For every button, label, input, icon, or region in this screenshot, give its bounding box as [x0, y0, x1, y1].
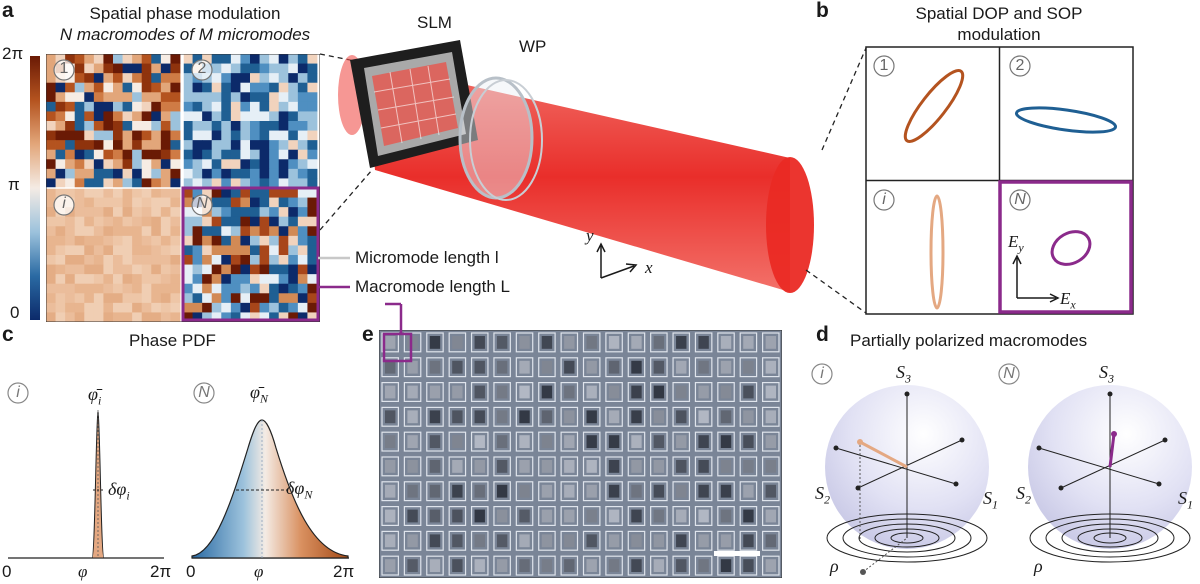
d-s3-label-i: S3: [896, 362, 911, 386]
b-badge-i-icon: [873, 189, 895, 211]
panel-d-letter: d: [816, 323, 829, 346]
d-s1-label-i: S1: [983, 488, 998, 512]
d-s1-label-n: S1: [1178, 488, 1193, 512]
slm-label: SLM: [417, 13, 452, 32]
colorbar-tick-2pi: 2π: [2, 44, 24, 63]
d-s2-label-i: S2: [815, 483, 830, 507]
micromode-label: Micromode length l: [355, 248, 499, 267]
phi-bar-i: φ̄i: [88, 384, 102, 408]
panel-e-letter: e: [362, 323, 374, 346]
panel-b-title-line1: Spatial DOP and SOP: [915, 4, 1083, 23]
d-badge-i-icon: [811, 363, 833, 385]
slm-microscope-image: [379, 330, 782, 578]
poincare-sphere-N: [1028, 385, 1192, 563]
panel-a-title-line2: N macromodes of M micromodes: [59, 25, 311, 44]
poincare-sphere-i: [825, 385, 989, 575]
pdf-i-curve: [91, 411, 105, 559]
dphi-i: δφi: [108, 479, 130, 503]
panel-b-title: Spatial DOP and SOP modulation: [866, 3, 1132, 45]
b-badge-i: i: [882, 191, 886, 208]
d-badge-n-icon: [998, 363, 1020, 385]
panel-a-title: Spatial phase modulation N macromodes of…: [50, 3, 320, 45]
c-right-tick-2pi: 2π: [333, 562, 355, 581]
dphi-n: δφN: [286, 478, 313, 502]
ey-label: Ey: [1008, 232, 1024, 255]
c-badge-n: N: [198, 384, 210, 401]
c-badge-i: i: [16, 384, 20, 401]
axis-y-label: y: [586, 226, 594, 245]
sop-N-outline: [998, 180, 1133, 314]
phase-colorbar: [30, 56, 40, 320]
badge-i-label: i: [62, 195, 66, 212]
sop-ellipse-i: [929, 194, 945, 310]
panel-a-letter: a: [2, 0, 14, 22]
badge-2-icon: [191, 59, 213, 81]
c-right-tick-0: 0: [186, 562, 196, 581]
d-badge-n: N: [1003, 365, 1015, 382]
macromode-highlight: [382, 332, 413, 363]
c-right-tick-phi: φ: [254, 562, 264, 581]
d-rho-label-i: ρ: [830, 556, 839, 576]
b-badge-1: 1: [879, 57, 889, 74]
macromode-2: [183, 54, 318, 189]
axis-x-label: x: [645, 258, 653, 277]
beam-axes: [596, 242, 638, 279]
macromode-N: [183, 188, 318, 322]
c-badge-i-icon: [7, 382, 29, 404]
d-s3-label-n: S3: [1099, 362, 1114, 386]
colorbar-tick-0: 0: [10, 303, 20, 322]
panel-a-title-line1: Spatial phase modulation: [89, 4, 281, 23]
macromode-1: [46, 54, 181, 189]
c-left-tick-0: 0: [2, 562, 12, 581]
badge-i-icon: [53, 194, 75, 216]
phi-bar-n: φ̄N: [250, 382, 268, 406]
c-badge-n-icon: [193, 382, 215, 404]
c-left-tick-2pi: 2π: [150, 562, 172, 581]
panel-d-title: Partially polarized macromodes: [850, 331, 1088, 350]
b-badge-1-icon: [873, 55, 895, 77]
badge-n-label: N: [196, 195, 208, 212]
panel-c-title: Phase PDF: [129, 331, 216, 350]
d-badge-i: i: [820, 365, 824, 382]
badge-1-icon: [53, 59, 75, 81]
scale-bar: [714, 551, 760, 556]
colorbar-tick-pi: π: [8, 175, 20, 194]
d-rho-label-n: ρ: [1034, 556, 1043, 576]
panel-c-letter: c: [2, 323, 14, 346]
d-s2-label-n: S2: [1016, 483, 1031, 507]
b-badge-n: N: [1014, 191, 1026, 208]
b-badge-2: 2: [1015, 57, 1025, 74]
panel-b-letter: b: [816, 0, 829, 22]
badge-1-label: 1: [59, 60, 69, 77]
sop-ellipse-1: [903, 69, 965, 143]
sop-axes: [1012, 254, 1060, 303]
badge-2-label: 2: [197, 60, 207, 77]
c-left-tick-phi: φ: [78, 562, 88, 581]
sop-ellipse-N: [1050, 230, 1092, 266]
phase-mask-grid: [46, 54, 320, 322]
b-badge-n-icon: [1009, 189, 1031, 211]
pdf-N-curve: [191, 419, 349, 559]
ex-label: Ex: [1060, 289, 1076, 312]
badge-n-icon: [191, 194, 213, 216]
panel-b-title-line2: modulation: [957, 25, 1041, 44]
macromode-label: Macromode length L: [355, 277, 510, 296]
b-badge-2-icon: [1009, 55, 1031, 77]
wp-label: WP: [519, 37, 547, 56]
macromode-N-outline: [181, 186, 320, 322]
sop-ellipse-2: [1014, 106, 1118, 134]
